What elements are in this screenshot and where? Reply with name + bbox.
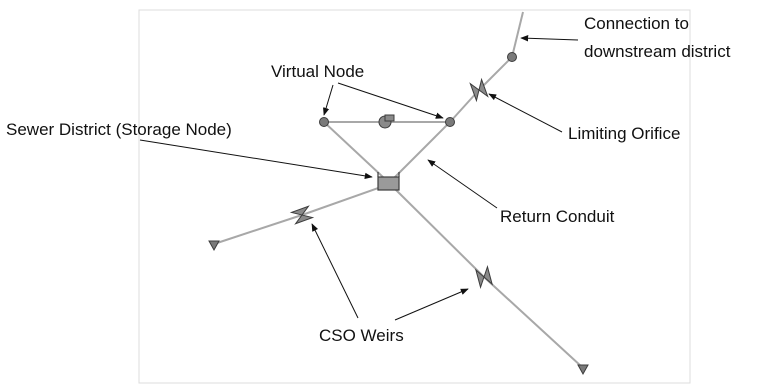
arrow-cso-right — [394, 288, 469, 321]
weir-left-link-b[interactable] — [213, 214, 303, 245]
arrow-limiting-orifice — [488, 93, 563, 133]
weir-right-link-a[interactable] — [393, 187, 485, 278]
arrow-virtual-right — [337, 82, 444, 119]
return-conduit[interactable] — [393, 121, 451, 179]
label-limiting-orifice: Limiting Orifice — [568, 124, 680, 143]
arrow-connection — [520, 35, 579, 42]
label-cso-weirs: CSO Weirs — [319, 326, 404, 345]
limiting-orifice-icon[interactable] — [469, 77, 489, 103]
label-connection-line1: Connection to — [584, 14, 689, 33]
downstream-conduit[interactable] — [511, 11, 524, 58]
arrow-sewer-district — [139, 139, 373, 180]
nodes — [208, 52, 589, 376]
orifice-upper-link[interactable] — [478, 56, 513, 91]
virtual-node-right-icon[interactable] — [445, 117, 455, 127]
arrow-return-conduit — [427, 159, 498, 209]
label-return-conduit: Return Conduit — [500, 207, 615, 226]
downstream-junction-icon[interactable] — [507, 52, 517, 62]
arrow-virtual-left — [323, 84, 334, 116]
arrow-cso-left — [311, 223, 359, 319]
virtual-node-left-icon[interactable] — [319, 117, 329, 127]
label-virtual-node: Virtual Node — [271, 62, 364, 81]
weir-right-link-b[interactable] — [483, 276, 583, 368]
label-sewer-district: Sewer District (Storage Node) — [6, 120, 232, 139]
left-virtual-link[interactable] — [323, 121, 385, 179]
map-frame — [138, 9, 691, 384]
annotation-arrows — [139, 35, 579, 321]
label-connection-line2: downstream district — [584, 42, 731, 61]
cso-weir-right-icon[interactable] — [474, 265, 494, 289]
outfall-right-icon[interactable] — [577, 364, 589, 376]
storage-node-icon[interactable] — [377, 172, 400, 191]
pump-icon[interactable] — [378, 114, 395, 129]
outfall-left-icon[interactable] — [208, 240, 220, 252]
cso-weir-left-icon[interactable] — [289, 205, 315, 225]
weir-left-link-a[interactable] — [301, 185, 385, 216]
